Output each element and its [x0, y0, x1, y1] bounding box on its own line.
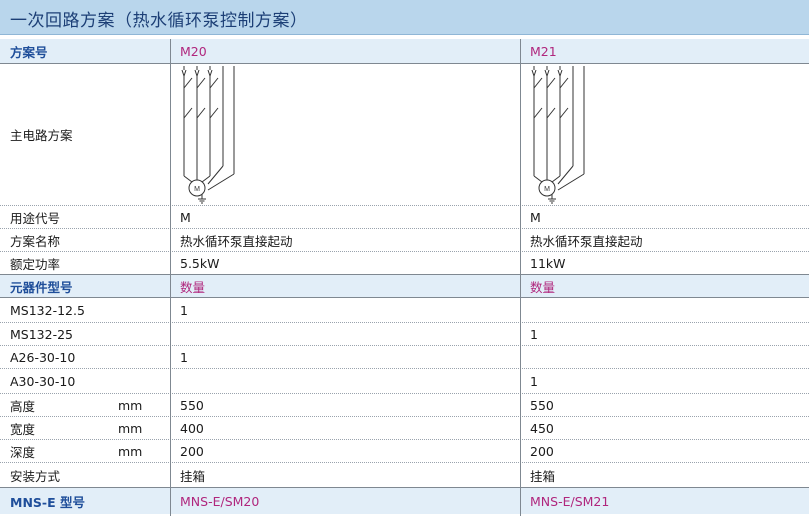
model-label: MNS-E 型号 — [10, 494, 85, 510]
table-row: MS132-25 1 — [0, 323, 809, 346]
dimension-label: 高度 mm — [10, 394, 160, 416]
dimension-m20: 550 — [180, 397, 204, 413]
component-label: MS132-12.5 — [10, 302, 85, 318]
page-title: 一次回路方案（热水循环泵控制方案） — [10, 11, 308, 31]
table-row: 宽度 mm 400 450 — [0, 417, 809, 440]
table-row: 方案名称 热水循环泵直接起动 热水循环泵直接起动 — [0, 229, 809, 252]
rated-power-m20: 5.5kW — [180, 255, 220, 271]
component-qty-m20: 1 — [180, 302, 188, 318]
component-qty-m21: 1 — [530, 373, 538, 389]
model-m20: MNS-E/SM20 — [180, 493, 260, 509]
circuit-diagram-m20: M — [181, 66, 235, 204]
quantity-m20-header: 数量 — [180, 279, 206, 295]
rated-power-label: 额定功率 — [10, 256, 61, 272]
component-header-row: 元器件型号 数量 数量 — [0, 275, 809, 298]
scheme-name-m21: 热水循环泵直接起动 — [530, 233, 643, 249]
dimension-name: 深度 — [10, 444, 36, 460]
dimension-name: 高度 — [10, 398, 36, 414]
model-m21: MNS-E/SM21 — [530, 493, 610, 509]
component-qty-m21 — [530, 298, 800, 322]
table-row: A26-30-10 1 — [0, 346, 809, 369]
component-label: A30-30-10 — [10, 373, 76, 389]
main-circuit-row: 主电路方案 M — [0, 64, 809, 206]
scheme-name-m20: 热水循环泵直接起动 — [180, 233, 293, 249]
dimension-unit: mm — [118, 420, 143, 436]
dimension-m20: 200 — [180, 443, 204, 459]
dimension-unit: mm — [118, 443, 143, 459]
component-qty-m20: 1 — [180, 349, 188, 365]
dimension-m21: 450 — [530, 420, 554, 436]
main-circuit-label: 主电路方案 — [10, 128, 73, 143]
model-row: MNS-E 型号 MNS-E/SM20 MNS-E/SM21 — [0, 488, 809, 514]
install-method-m20: 挂箱 — [180, 468, 206, 484]
table-row: 高度 mm 550 550 — [0, 394, 809, 417]
scheme-name-label: 方案名称 — [10, 233, 61, 249]
motor-symbol-m21: M — [544, 186, 550, 193]
scheme-number-label: 方案号 — [10, 44, 48, 60]
component-label: MS132-25 — [10, 326, 73, 342]
component-qty-m21: 1 — [530, 326, 538, 342]
table-row: MS132-12.5 1 — [0, 298, 809, 323]
usage-code-m21: M — [530, 209, 541, 225]
component-qty-m20 — [180, 323, 520, 345]
motor-symbol-m20: M — [194, 186, 200, 193]
usage-code-m20: M — [180, 209, 191, 225]
circuit-diagram-m21: M — [531, 66, 585, 204]
scheme-m21-header: M21 — [530, 43, 557, 59]
dimension-m21: 200 — [530, 443, 554, 459]
table-row: 安装方式 挂箱 挂箱 — [0, 463, 809, 488]
dimension-unit: mm — [118, 397, 143, 413]
component-model-label: 元器件型号 — [10, 279, 73, 295]
dimension-label: 深度 mm — [10, 440, 160, 462]
table-row: 额定功率 5.5kW 11kW — [0, 252, 809, 275]
column-divider — [520, 39, 521, 516]
install-method-label: 安装方式 — [10, 468, 61, 484]
usage-code-label: 用途代号 — [10, 210, 61, 226]
component-label: A26-30-10 — [10, 349, 76, 365]
table-row: 深度 mm 200 200 — [0, 440, 809, 463]
dimension-m21: 550 — [530, 397, 554, 413]
column-divider — [170, 39, 171, 516]
table-row: A30-30-10 1 — [0, 369, 809, 394]
install-method-m21: 挂箱 — [530, 468, 556, 484]
page-header: 一次回路方案（热水循环泵控制方案） — [0, 0, 809, 35]
table-row: 用途代号 M M — [0, 206, 809, 229]
dimension-name: 宽度 — [10, 421, 36, 437]
component-qty-m20 — [180, 369, 520, 393]
scheme-m20-header: M20 — [180, 43, 207, 59]
dimension-m20: 400 — [180, 420, 204, 436]
scheme-number-row: 方案号 M20 M21 — [0, 39, 809, 64]
quantity-m21-header: 数量 — [530, 279, 556, 295]
rated-power-m21: 11kW — [530, 255, 566, 271]
component-qty-m21 — [530, 346, 800, 368]
dimension-label: 宽度 mm — [10, 417, 160, 439]
